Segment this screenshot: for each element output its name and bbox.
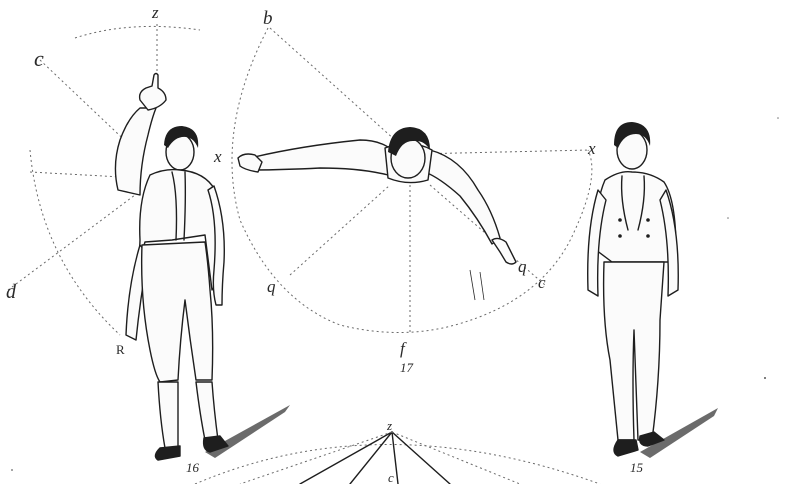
- fig17-letter-c: c: [538, 273, 546, 292]
- fig15-letter-x: x: [587, 139, 596, 158]
- figure-17-drawing: [238, 127, 516, 300]
- bottom-fan-diagram: [195, 432, 600, 484]
- figure-15-number: 15: [630, 460, 644, 475]
- bottom-letter-c: c: [388, 470, 394, 484]
- figure-16-drawing: [115, 74, 290, 461]
- fig17-letter-q-right: q: [518, 257, 527, 276]
- fig16-letter-c: c: [34, 46, 44, 71]
- figure-17-number: 17: [400, 360, 414, 375]
- figure-17-labels: b x q f q c 17: [213, 8, 546, 375]
- fig17-letter-x: x: [213, 147, 222, 166]
- fig16-letter-z: z: [151, 3, 159, 22]
- bottom-fan-labels: z c: [386, 418, 394, 484]
- fig17-letter-b: b: [263, 8, 273, 29]
- fig17-letter-f: f: [400, 339, 407, 358]
- fig17-letter-q-left: q: [267, 277, 276, 296]
- figure-17-hatching: [470, 270, 484, 300]
- figure-15-drawing: [588, 122, 718, 458]
- fig16-letter-r: R: [116, 342, 125, 357]
- bottom-letter-z: z: [386, 418, 392, 433]
- fig16-letter-d: d: [6, 281, 17, 303]
- figure-16-number: 16: [186, 460, 200, 475]
